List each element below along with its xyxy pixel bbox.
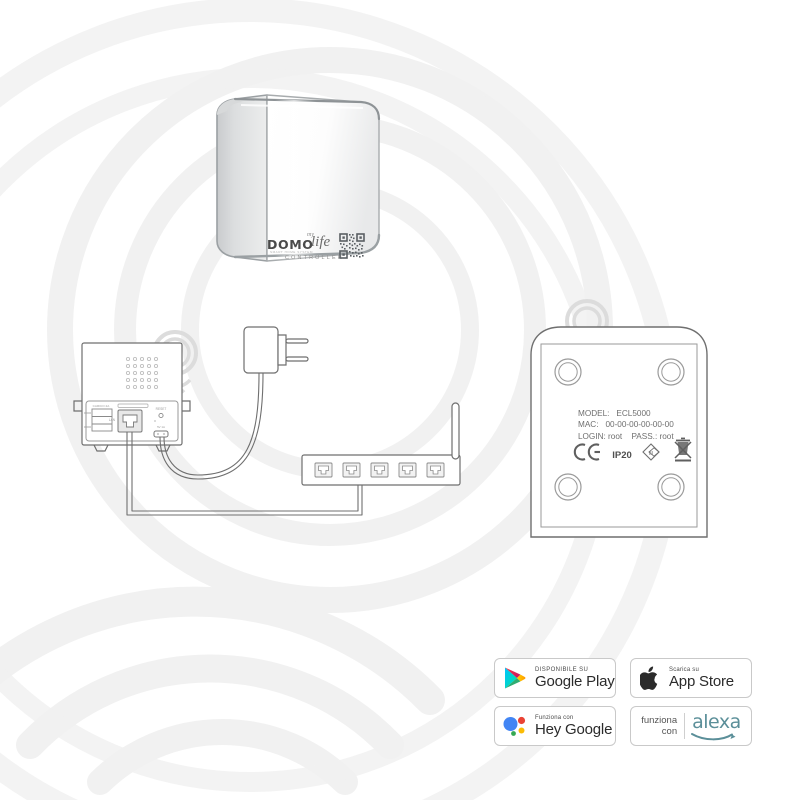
badge-app-store-small: Scarica su: [669, 666, 700, 673]
badge-alexa-line1: funziona: [641, 715, 678, 726]
panel-label-power: 5V 1A: [157, 425, 165, 429]
ethernet-cable: [126, 431, 363, 516]
badge-hey-google-text: Funziona con Hey Google: [535, 715, 612, 738]
back-plate-diagram: IP20 III: [530, 299, 708, 538]
badge-google-play-big: Google Play: [535, 673, 615, 691]
model-value: ECL5000: [616, 409, 651, 418]
badge-alexa-word: alexa: [692, 711, 741, 733]
model-label: MODEL:: [578, 409, 610, 418]
controller-hub-product-image: DOMO my life SMART HOME SYSTEM CONTROLLE…: [205, 85, 405, 285]
weee-bin-icon: [674, 437, 692, 462]
power-cable: [159, 372, 264, 480]
arc-group-bottom-left: [0, 586, 445, 795]
badge-app-store[interactable]: Scarica su App Store: [630, 658, 752, 698]
badge-google-play-text: DISPONIBILE SU Google Play: [535, 667, 615, 690]
pass-value: root: [659, 431, 674, 441]
badge-google-play-small: DISPONIBILE SU: [535, 666, 589, 673]
ip-rating-text: IP20: [612, 450, 632, 461]
store-badges-group: DISPONIBILE SU Google Play Scarica su Ap…: [494, 658, 756, 750]
screw-bosses: [554, 358, 685, 501]
badge-google-play[interactable]: DISPONIBILE SU Google Play: [494, 658, 616, 698]
model-line: MODEL: ECL5000: [578, 408, 674, 419]
panel-label-load: CARICO 2A: [93, 404, 111, 408]
back-plate-inner-panel: [540, 343, 698, 528]
class-iii-icon: III: [642, 443, 660, 461]
ventilation-grid: [125, 356, 159, 390]
credentials-line: LOGIN: root PASS.: root: [578, 431, 674, 442]
ce-mark-icon: [573, 443, 600, 461]
certification-marks: IP20 III: [573, 437, 692, 462]
pass-label: PASS.:: [631, 431, 658, 441]
badge-hey-google[interactable]: Funziona con Hey Google: [494, 706, 616, 746]
back-plate-label-text: MODEL: ECL5000 MAC: 00-00-00-00-00-00 LOGI…: [578, 408, 674, 442]
mac-value: 00-00-00-00-00-00: [605, 420, 674, 430]
router-switch: [301, 402, 461, 486]
back-plate-outline: [530, 326, 708, 538]
mac-line: MAC: 00-00-00-00-00-00: [578, 419, 674, 430]
hub-body: [216, 94, 381, 262]
badge-app-store-big: App Store: [669, 673, 734, 691]
badge-alexa-line2: con: [661, 726, 678, 737]
reset-button-hole: [158, 412, 164, 419]
badge-alexa-divider: [684, 713, 686, 739]
apple-logo-icon: [631, 666, 669, 691]
panel-label-lan: LAN: [109, 418, 116, 422]
power-jack: 5V 1A: [153, 420, 169, 438]
badge-hey-google-big: Hey Google: [535, 721, 613, 739]
router-ports: [314, 462, 445, 478]
google-assistant-dots-icon: [495, 715, 535, 737]
mac-label: MAC:: [578, 420, 599, 430]
badge-app-store-text: Scarica su App Store: [669, 667, 734, 690]
panel-label-reset: RESET: [156, 407, 167, 411]
badge-hey-google-small: Funziona con: [535, 714, 574, 721]
power-adapter: [243, 326, 309, 374]
badge-alexa[interactable]: funziona con alexa: [630, 706, 752, 746]
connector-panel: CARICO 2A LAN RESET 5V 1A: [84, 400, 179, 442]
svg-text:III: III: [649, 451, 653, 457]
badge-alexa-prefix: funziona con: [641, 715, 684, 737]
lan-port-rj45: [117, 409, 143, 433]
login-value: root: [608, 431, 623, 441]
alexa-swoosh-icon: [690, 733, 736, 741]
google-play-triangle-icon: [495, 666, 535, 690]
login-label: LOGIN:: [578, 431, 606, 441]
wiring-diagram: CARICO 2A LAN RESET 5V 1A: [73, 326, 461, 516]
